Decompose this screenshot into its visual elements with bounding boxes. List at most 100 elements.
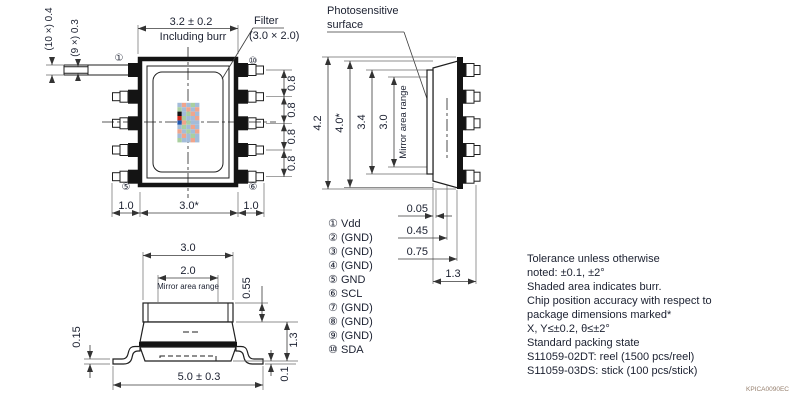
right-leads bbox=[236, 63, 248, 184]
side-glass-window bbox=[426, 69, 434, 175]
note-line: S11059-02DT: reel (1500 pcs/reel) bbox=[527, 351, 694, 363]
chip-pixel bbox=[190, 138, 195, 143]
front-burr-band bbox=[139, 342, 237, 347]
top-view: ① ⑩ ⑤ ⑥ 3.2 ± 0.2 Including burr Filter … bbox=[44, 7, 299, 217]
chip-pixel bbox=[181, 129, 187, 134]
right-lead-stubs bbox=[247, 64, 264, 183]
pin-num: ① bbox=[328, 217, 338, 230]
dim-lead-thickness: 0.15 bbox=[71, 326, 83, 347]
chip-pixel bbox=[190, 120, 195, 125]
front-hidden-pad bbox=[159, 355, 217, 362]
front-left-lead bbox=[112, 345, 141, 365]
front-view: 3.0 2.0 Mirror area range 0.55 0.15 1.3 … bbox=[71, 242, 300, 390]
dim-left-lead: 1.0 bbox=[118, 200, 133, 212]
photosensitive-label-line2: surface bbox=[327, 19, 363, 31]
chip-pixel bbox=[186, 124, 191, 130]
chip-pixel bbox=[177, 120, 182, 125]
pin-label: (GND) bbox=[341, 302, 373, 314]
filter-label: Filter bbox=[254, 15, 279, 27]
pin-label: (GND) bbox=[341, 260, 373, 272]
chip-pixel bbox=[186, 102, 191, 108]
dim-offset-045: 0.45 bbox=[407, 225, 428, 237]
note-line: package dimensions marked* bbox=[527, 309, 672, 321]
chip-pixel bbox=[177, 129, 182, 134]
side-extension-lines bbox=[322, 56, 477, 284]
pin1-marker: ① bbox=[115, 53, 124, 64]
pin-label: (GND) bbox=[341, 316, 373, 328]
chip-pixel bbox=[195, 129, 200, 134]
pin10-marker: ⑩ bbox=[249, 56, 258, 67]
pin6-marker: ⑥ bbox=[249, 182, 258, 193]
dim-lead-pitch-1: 0.8 bbox=[286, 76, 298, 91]
note-line: noted: ±0.1, ±2° bbox=[527, 267, 605, 279]
chip-pixel bbox=[177, 138, 182, 143]
pitch-extension-lines bbox=[266, 69, 292, 178]
pin-num: ③ bbox=[328, 245, 338, 258]
pin-label: GND bbox=[341, 274, 366, 286]
chip-pixel bbox=[190, 111, 195, 116]
left-lead-stubs bbox=[63, 64, 129, 183]
side-view: Photosensitive surface 4.2 4.0* 3.4 3.0 … bbox=[312, 5, 481, 285]
pin-label: SCL bbox=[341, 288, 362, 300]
mirror-area-range-label-side: Mirror area range bbox=[398, 85, 409, 158]
pin-num: ⑤ bbox=[328, 273, 338, 286]
filter-leader-line bbox=[221, 27, 254, 80]
chip-pixel bbox=[190, 133, 195, 138]
dim-window-height: 3.4 bbox=[356, 114, 368, 129]
dim-lead-span: 5.0 ± 0.3 bbox=[178, 371, 221, 383]
chip-pixel bbox=[195, 133, 200, 138]
pin-num: ⑦ bbox=[328, 301, 338, 314]
note-line: Shaded area indicates burr. bbox=[527, 281, 662, 293]
dim-lid-width: 3.0 bbox=[180, 242, 195, 254]
front-right-lead bbox=[235, 345, 264, 365]
pin-num: ⑥ bbox=[328, 287, 338, 300]
chip-pixel bbox=[186, 120, 191, 125]
dim-package-width-note: Including burr bbox=[160, 31, 227, 43]
chip-pixel bbox=[195, 107, 200, 112]
chip-pixel bbox=[190, 116, 195, 121]
package-inner-edge bbox=[146, 65, 230, 179]
chip-pixel bbox=[177, 116, 182, 121]
pin-num: ⑩ bbox=[328, 343, 338, 356]
chip-pixel bbox=[190, 102, 195, 108]
dim-lid-height: 0.55 bbox=[241, 277, 253, 298]
side-burr-strip bbox=[457, 57, 463, 189]
note-line: X, Y≤±0.2, θ≤±2° bbox=[527, 323, 610, 335]
pin-label: (GND) bbox=[341, 232, 373, 244]
chip-pixel bbox=[181, 133, 187, 138]
dim-lead-pitch-3: 0.8 bbox=[286, 129, 298, 144]
dim-overall-height: 4.2 bbox=[312, 115, 324, 130]
chip-pixel bbox=[186, 111, 191, 116]
pin-num: ④ bbox=[328, 259, 338, 272]
chip-pixel bbox=[177, 107, 182, 112]
dim-right-lead: 1.0 bbox=[243, 200, 258, 212]
front-body-lower bbox=[139, 346, 237, 362]
dim-lead-width-tip: (9 ×) 0.3 bbox=[70, 19, 81, 57]
note-line: S11059-03DS: stick (100 pcs/stick) bbox=[527, 365, 697, 377]
chip-pixel bbox=[195, 111, 200, 116]
dim-lead-pitch-2: 0.8 bbox=[286, 102, 298, 117]
dim-body-height: 1.3 bbox=[288, 332, 300, 347]
chip-pixel bbox=[186, 129, 191, 134]
sensor-chip-mosaic bbox=[177, 102, 200, 143]
chip-pixel bbox=[186, 133, 191, 138]
pin-label: Vdd bbox=[341, 218, 361, 230]
chip-pixel bbox=[186, 107, 191, 112]
side-leads bbox=[463, 63, 481, 184]
tolerance-notes: Tolerance unless otherwise noted: ±0.1, … bbox=[527, 253, 712, 377]
chip-pixel bbox=[177, 111, 182, 116]
pin-label: (GND) bbox=[341, 246, 373, 258]
dim-offset-075: 0.75 bbox=[407, 246, 428, 258]
pin-num: ② bbox=[328, 231, 338, 244]
front-lid bbox=[142, 302, 234, 323]
chip-pixel bbox=[195, 116, 200, 121]
chip-pixel bbox=[190, 107, 195, 112]
pin-num: ⑧ bbox=[328, 315, 338, 328]
chip-pixel bbox=[181, 107, 187, 112]
chip-pixel bbox=[177, 124, 182, 130]
chip-pixel bbox=[186, 116, 191, 121]
dim-offset-005: 0.05 bbox=[407, 203, 428, 215]
dim-body-width: 3.0* bbox=[179, 200, 199, 212]
